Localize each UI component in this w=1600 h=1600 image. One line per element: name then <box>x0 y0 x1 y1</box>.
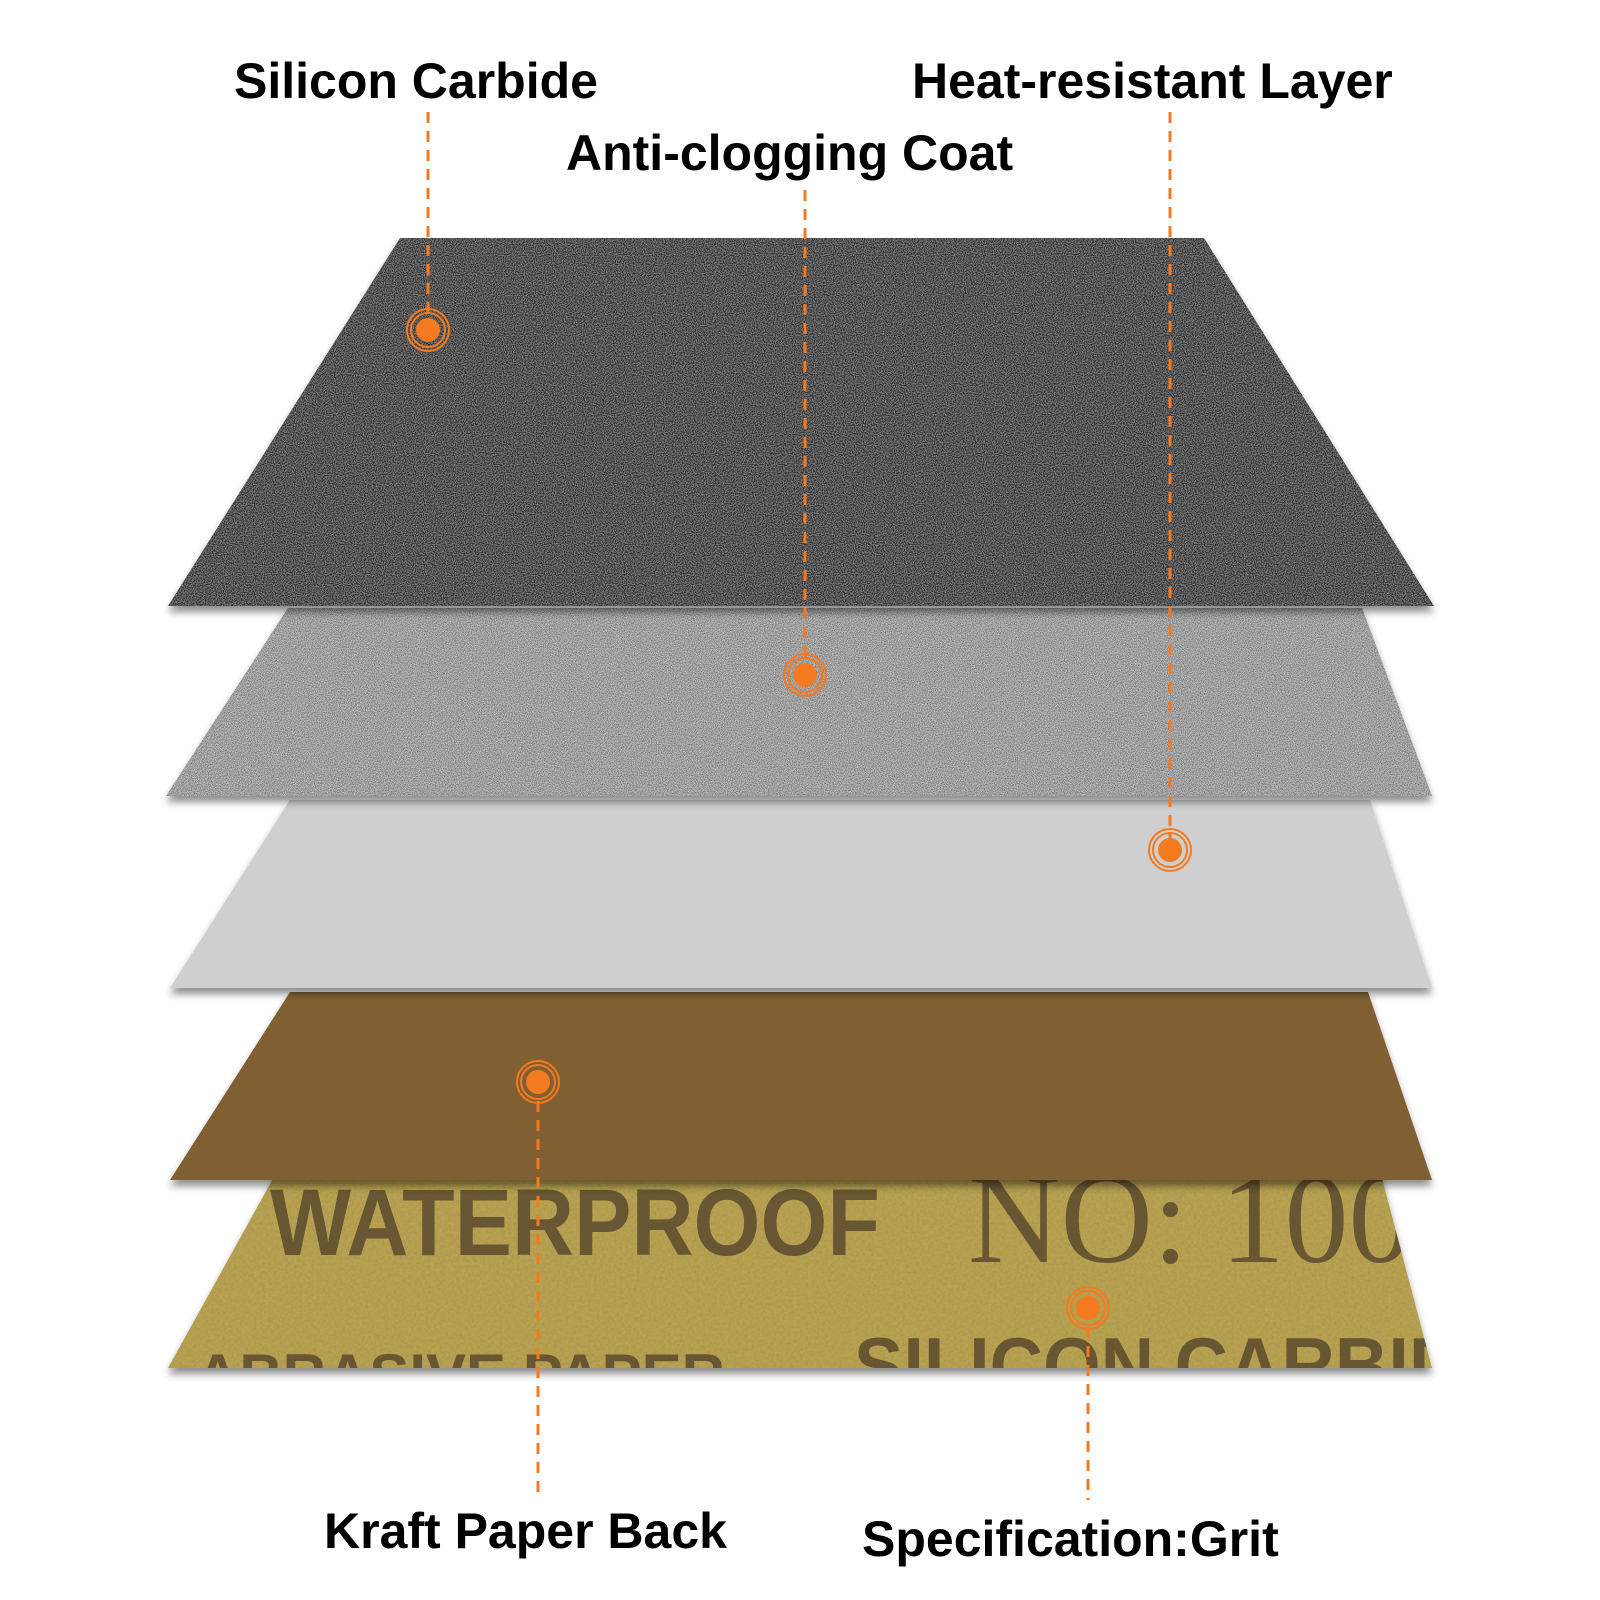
anti-clogging-label: Anti-clogging Coat <box>566 125 1014 181</box>
silicon-carbide-layer <box>168 238 1434 606</box>
paper-back-layer-fill <box>168 1148 1432 1368</box>
heat-resistant-marker <box>1148 828 1192 872</box>
kraft-paper-layer <box>170 992 1432 1180</box>
kraft-paper-marker <box>516 1060 560 1104</box>
specification-label: Specification:Grit <box>862 1511 1279 1567</box>
waterproof-print: WATERPROOF <box>270 1170 880 1276</box>
kraft-paper-label: Kraft Paper Back <box>324 1503 727 1559</box>
silicon-carbide-label: Silicon Carbide <box>234 53 598 109</box>
anti-clogging-marker <box>783 653 827 697</box>
heat-resistant-label: Heat-resistant Layer <box>912 53 1393 109</box>
anti-clogging-layer <box>166 608 1432 796</box>
paper-back-layer: WATERPROOF NO: 100 SILICON CARBIDE ABRAS… <box>168 1148 1512 1409</box>
specification-marker <box>1066 1286 1110 1330</box>
silicon-carbide-layer-fill <box>168 238 1434 606</box>
abrasive-paper-print: ABRASIVE PAPER <box>196 1342 725 1409</box>
silicon-carbide-marker <box>406 308 450 352</box>
heat-resistant-layer <box>170 800 1432 988</box>
anti-clogging-layer-fill <box>166 608 1432 796</box>
silicon-carbide-print: SILICON CARBIDE <box>854 1322 1512 1409</box>
